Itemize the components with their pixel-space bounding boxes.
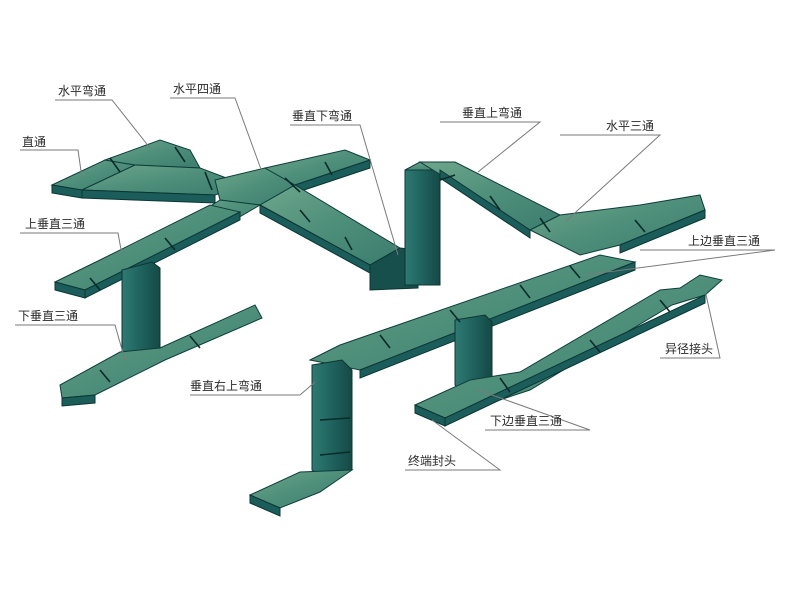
label-vertical-up-elbow: 垂直上弯通 <box>462 105 522 120</box>
label-down-vertical-tee: 下垂直三通 <box>18 309 78 323</box>
label-horizontal-elbow: 水平弯通 <box>58 83 106 98</box>
part-labels: 直通 水平弯通 水平四通 垂直下弯通 垂直上弯通 水平三通 上垂直三通 上边垂直… <box>18 82 760 468</box>
label-top-side-vertical-tee: 上边垂直三通 <box>688 234 760 248</box>
label-straight: 直通 <box>22 135 46 149</box>
right-tray-run <box>248 254 724 517</box>
tray-joints <box>89 146 671 456</box>
label-bottom-side-vertical-tee: 下边垂直三通 <box>490 414 562 428</box>
leader-lines <box>15 97 776 471</box>
label-end-cap: 终端封头 <box>408 453 456 468</box>
label-horizontal-cross: 水平四通 <box>173 82 221 96</box>
label-vertical-right-up-elbow: 垂直右上弯通 <box>190 378 262 393</box>
label-horizontal-tee: 水平三通 <box>606 119 654 133</box>
label-reducer: 异径接头 <box>665 341 713 356</box>
left-middle-tray-run <box>53 204 263 407</box>
label-up-vertical-tee: 上垂直三通 <box>25 217 85 231</box>
upper-tray-run <box>50 139 706 291</box>
label-vertical-down-elbow: 垂直下弯通 <box>292 108 352 123</box>
